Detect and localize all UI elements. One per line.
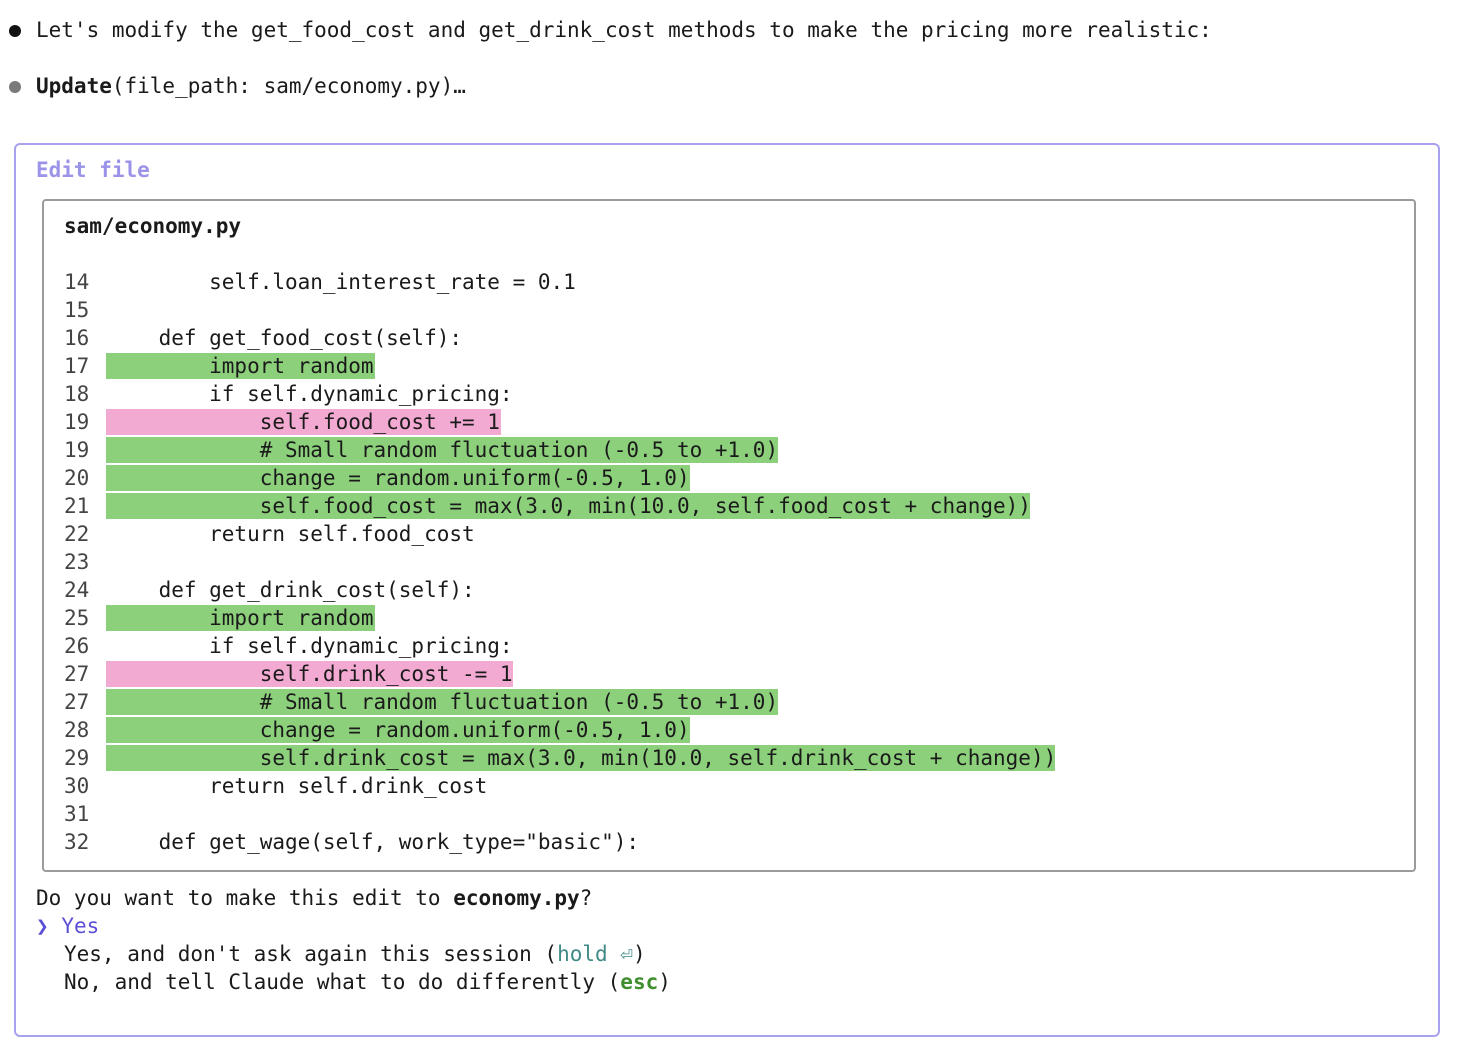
edit-file-title: Edit file xyxy=(36,158,150,182)
line-number: 30 xyxy=(64,774,90,798)
code-text: # Small random fluctuation (-0.5 to +1.0… xyxy=(108,690,779,714)
question-suffix: ? xyxy=(579,886,593,910)
tool-name: Update xyxy=(36,74,112,98)
option-no[interactable]: No, and tell Claude what to do different… xyxy=(64,968,671,996)
line-number: 20 xyxy=(64,466,90,490)
message-bullet-icon xyxy=(9,25,21,37)
tool-call-line: Update(file_path: sam/economy.py)… xyxy=(36,72,466,100)
removed-line-highlight xyxy=(106,661,514,687)
code-text: self.drink_cost -= 1 xyxy=(108,662,513,686)
diff-file-path: sam/economy.py xyxy=(64,214,242,238)
line-number: 15 xyxy=(64,298,90,322)
option-label: Yes, and don't ask again this session ( xyxy=(64,942,558,966)
line-number: 19 xyxy=(64,438,90,462)
line-number: 28 xyxy=(64,718,90,742)
code-text: if self.dynamic_pricing: xyxy=(108,634,513,658)
removed-line-highlight xyxy=(106,409,501,435)
line-number: 24 xyxy=(64,578,90,602)
added-line-highlight xyxy=(106,353,375,379)
line-number: 22 xyxy=(64,522,90,546)
code-text: def get_drink_cost(self): xyxy=(108,578,475,602)
added-line-highlight xyxy=(106,717,690,743)
option-suffix: ) xyxy=(632,942,646,966)
cursor-chevron-icon: ❯ xyxy=(36,914,49,938)
line-number: 29 xyxy=(64,746,90,770)
line-number: 31 xyxy=(64,802,90,826)
esc-hint: esc xyxy=(620,970,659,994)
code-text: change = random.uniform(-0.5, 1.0) xyxy=(108,718,690,742)
line-number: 21 xyxy=(64,494,90,518)
line-number: 18 xyxy=(64,382,90,406)
question-file: economy.py xyxy=(453,886,580,910)
line-number: 25 xyxy=(64,606,90,630)
code-text: import random xyxy=(108,606,374,630)
line-number: 17 xyxy=(64,354,90,378)
added-line-highlight xyxy=(106,745,1055,771)
line-number: 27 xyxy=(64,662,90,686)
question-prefix: Do you want to make this edit to xyxy=(36,886,454,910)
added-line-highlight xyxy=(106,689,778,715)
code-text: self.food_cost = max(3.0, min(10.0, self… xyxy=(108,494,1031,518)
code-text: def get_wage(self, work_type="basic"): xyxy=(108,830,640,854)
code-text: # Small random fluctuation (-0.5 to +1.0… xyxy=(108,438,779,462)
line-number: 26 xyxy=(64,634,90,658)
hold-enter-hint: hold ⏎ xyxy=(557,942,633,966)
added-line-highlight xyxy=(106,605,375,631)
added-line-highlight xyxy=(106,437,778,463)
option-yes[interactable]: ❯ Yes xyxy=(36,912,99,940)
line-number: 27 xyxy=(64,690,90,714)
line-number: 19 xyxy=(64,410,90,434)
code-text: return self.drink_cost xyxy=(108,774,488,798)
tool-status-bullet-icon xyxy=(9,81,21,93)
edit-file-panel xyxy=(14,143,1440,1037)
code-text: change = random.uniform(-0.5, 1.0) xyxy=(108,466,690,490)
line-number: 16 xyxy=(64,326,90,350)
line-number: 23 xyxy=(64,550,90,574)
code-text: if self.dynamic_pricing: xyxy=(108,382,513,406)
confirm-question: Do you want to make this edit to economy… xyxy=(36,884,592,912)
added-line-highlight xyxy=(106,465,690,491)
option-suffix: ) xyxy=(658,970,671,994)
option-yes-dont-ask[interactable]: Yes, and don't ask again this session (h… xyxy=(64,940,646,968)
option-yes-label: Yes xyxy=(61,914,100,938)
line-number: 32 xyxy=(64,830,90,854)
code-text: return self.food_cost xyxy=(108,522,475,546)
tool-args: (file_path: sam/economy.py)… xyxy=(111,74,466,98)
diff-view xyxy=(42,199,1416,872)
assistant-message: Let's modify the get_food_cost and get_d… xyxy=(36,18,1212,42)
code-text: import random xyxy=(108,354,374,378)
added-line-highlight xyxy=(106,493,1030,519)
option-label: No, and tell Claude what to do different… xyxy=(64,970,621,994)
line-number: 14 xyxy=(64,270,90,294)
code-text: def get_food_cost(self): xyxy=(108,326,463,350)
code-text: self.food_cost += 1 xyxy=(108,410,500,434)
code-text: self.drink_cost = max(3.0, min(10.0, sel… xyxy=(108,746,1057,770)
code-text: self.loan_interest_rate = 0.1 xyxy=(108,270,576,294)
